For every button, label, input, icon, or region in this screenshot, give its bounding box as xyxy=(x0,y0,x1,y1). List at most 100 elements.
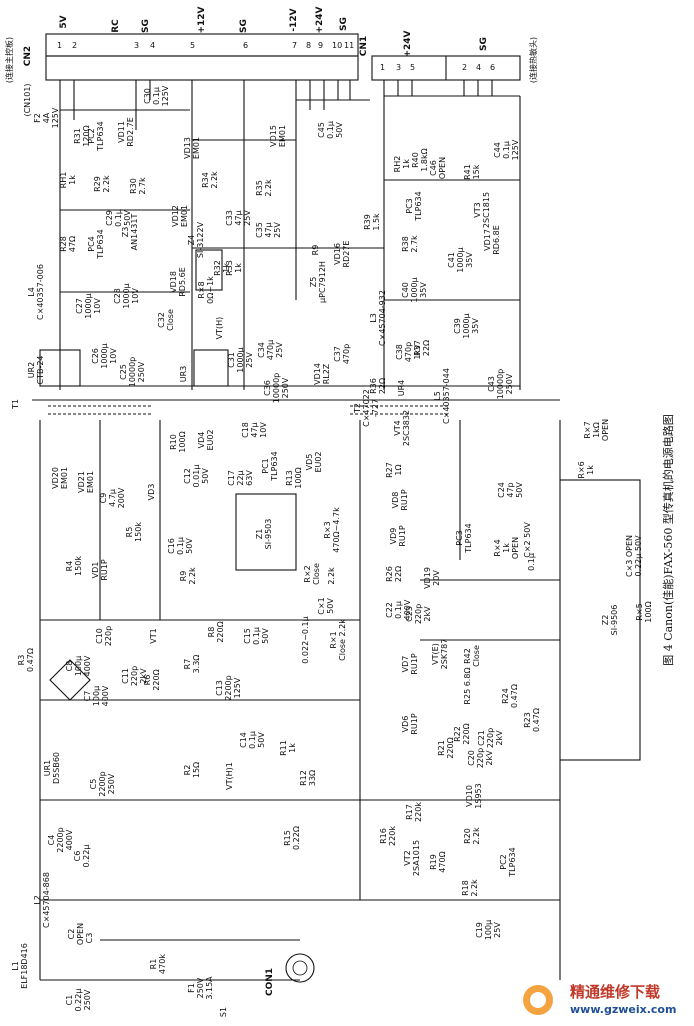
label-l4: L4C×40357-006 xyxy=(27,264,45,320)
label-c15: C150.1μ50V xyxy=(243,627,270,645)
label-r2: R215Ω xyxy=(183,762,201,778)
label-vd14: VD14RL2Z xyxy=(313,363,331,385)
label-vd3: VD3 xyxy=(147,484,156,501)
label-r33: R331k xyxy=(225,260,243,276)
label-c22: C220.1μ400V xyxy=(385,599,412,620)
label-vt4: VT42SC3832 xyxy=(393,410,411,446)
pin-7: 7 xyxy=(292,41,297,50)
label-r10: R10100Ω xyxy=(169,431,187,452)
label-vd13: VD13EM01 xyxy=(183,137,201,159)
watermark-url: www.gzweix.com xyxy=(570,1003,676,1016)
label-pc2b: PC2TLP634 xyxy=(499,847,517,877)
label-r40: R401.8kΩ xyxy=(411,148,429,171)
label-r18: R182.2k xyxy=(461,879,479,897)
label-vd20: VD20EM01 xyxy=(51,467,69,489)
label-r41: R4115k xyxy=(463,164,481,180)
label-c3: C3 xyxy=(85,933,94,944)
label-c26: C261000μ10V xyxy=(91,343,118,368)
label-r1: R1470k xyxy=(149,954,167,974)
label-r3: R30.47Ω xyxy=(17,648,35,672)
label-c41: C411000μ35V xyxy=(447,247,474,272)
label-f1: F1250V3.15A xyxy=(187,976,214,1000)
label-r32: R321k xyxy=(213,260,231,276)
label-c46: C46OPEN xyxy=(429,157,447,179)
label-vd12: VD12EM01 xyxy=(171,205,189,227)
label-l5: L5C×40357-044 xyxy=(433,368,451,424)
connector-cn2: CN2 (CN101) (连接主控板) xyxy=(4,33,359,117)
label-rx8: R×80Ω~1k xyxy=(197,276,215,304)
ac-inlet-con1: CON1 xyxy=(265,953,315,996)
label-r15: R150.22Ω xyxy=(283,826,301,850)
label-pc3: PC3TLP634 xyxy=(405,191,423,221)
label-vd18: VD18RD5.6E xyxy=(169,267,187,297)
label-vd15: VD15EM01 xyxy=(269,125,287,147)
label-cx1: C×150V xyxy=(317,597,335,614)
label-c2: C2OPEN xyxy=(67,923,85,945)
label-ur1: UR1D5SB60 xyxy=(43,752,61,784)
label-c17: C1722μ63V xyxy=(227,470,254,486)
label-c7: C7100μ400V xyxy=(83,685,110,706)
label-r9: R9 xyxy=(311,245,320,256)
label-c37: C37470p xyxy=(333,344,351,364)
label-c20: C20220p2kV xyxy=(467,748,494,768)
label-c35: C3547μ25V xyxy=(255,222,282,238)
rail-sg1-label: SG xyxy=(141,19,151,33)
label-l2: L2C×45704-868 xyxy=(33,872,51,928)
label-rh2: RH21k xyxy=(393,156,411,173)
label-pc3b: PC3TLP634 xyxy=(455,523,473,553)
label-c23: C23220p2kV xyxy=(405,604,432,624)
label-c31: C311000μ25V xyxy=(227,347,254,372)
label-vd19: VD1920V xyxy=(423,567,441,589)
label-vt3: VT32SC1815 xyxy=(473,192,491,228)
pin-9: 9 xyxy=(318,41,323,50)
label-c4: C42200p400V xyxy=(47,827,74,852)
label-r20: R202.2k xyxy=(463,827,481,845)
pin-4: 4 xyxy=(150,41,155,50)
cn1-pin-5: 5 xyxy=(410,63,415,72)
label-z3: Z3AN1431T xyxy=(121,214,139,251)
label-rx2: R×2Close xyxy=(303,563,321,585)
label-c19: C19100μ25V xyxy=(475,920,502,940)
label-rx6: R×61k xyxy=(577,461,595,478)
pin-2: 2 xyxy=(72,41,77,50)
watermark-brand: 精通维修下载 xyxy=(570,983,660,1001)
label-r23: R230.47Ω xyxy=(523,708,541,732)
label-pc1: PC1TLP634 xyxy=(261,451,279,481)
label-vd8: VD8RU1P xyxy=(391,489,409,511)
label-vd1: VD1RU1P xyxy=(91,559,109,581)
cn1-pin-1: 1 xyxy=(380,63,385,72)
label-l3: L3C×45704-932 xyxy=(369,290,387,346)
label-t1: T1 xyxy=(11,399,20,410)
label-c45: C450.1μ50V xyxy=(317,121,344,139)
label-rh1: RH11k xyxy=(59,172,77,189)
rail-labels: 5V RC SG +12V SG -12V +24V SG xyxy=(59,6,349,33)
label-r12: R1233Ω xyxy=(299,770,317,786)
cn1-pin-2: 2 xyxy=(462,63,467,72)
wiring xyxy=(32,80,561,981)
label-r17: R17220k xyxy=(405,802,423,822)
label-r11: R111k xyxy=(279,740,297,756)
pin-5: 5 xyxy=(190,41,195,50)
label-c022: 0.022~0.1μ xyxy=(301,616,310,663)
label-r34: R342.2k xyxy=(201,171,219,189)
rail-sg4-label: SG xyxy=(479,37,489,51)
label-vd17: VD17RD6.8E xyxy=(483,225,501,255)
label-pc4: PC4TLP634 xyxy=(87,229,105,259)
rail-sg3-label: SG xyxy=(339,17,349,31)
label-r37: R3722Ω xyxy=(413,340,431,356)
label-vte: VT(E)2SK787 xyxy=(431,639,449,670)
label-r26: R2622Ω xyxy=(385,566,403,582)
figure-caption: 图 4 Canon(佳能)FAX-560 型传真机的电源电路图 xyxy=(661,414,675,666)
label-vd16: VD16RD27E xyxy=(333,241,351,268)
label-rx5: R×5100Ω xyxy=(635,601,653,622)
label-r36: R3622Ω xyxy=(369,378,387,394)
label-r22: R22220Ω xyxy=(453,723,471,744)
label-r13: R13100Ω xyxy=(285,467,303,488)
watermark: 精通维修下载 www.gzweix.com xyxy=(523,983,676,1016)
label-r35: R352.2k xyxy=(255,179,273,197)
label-c25: C2510000p250V xyxy=(119,357,146,388)
pin-11: 11 xyxy=(344,41,354,50)
cn2-pin-numbers: 1 2 3 4 5 6 7 8 9 10 11 xyxy=(57,41,354,50)
